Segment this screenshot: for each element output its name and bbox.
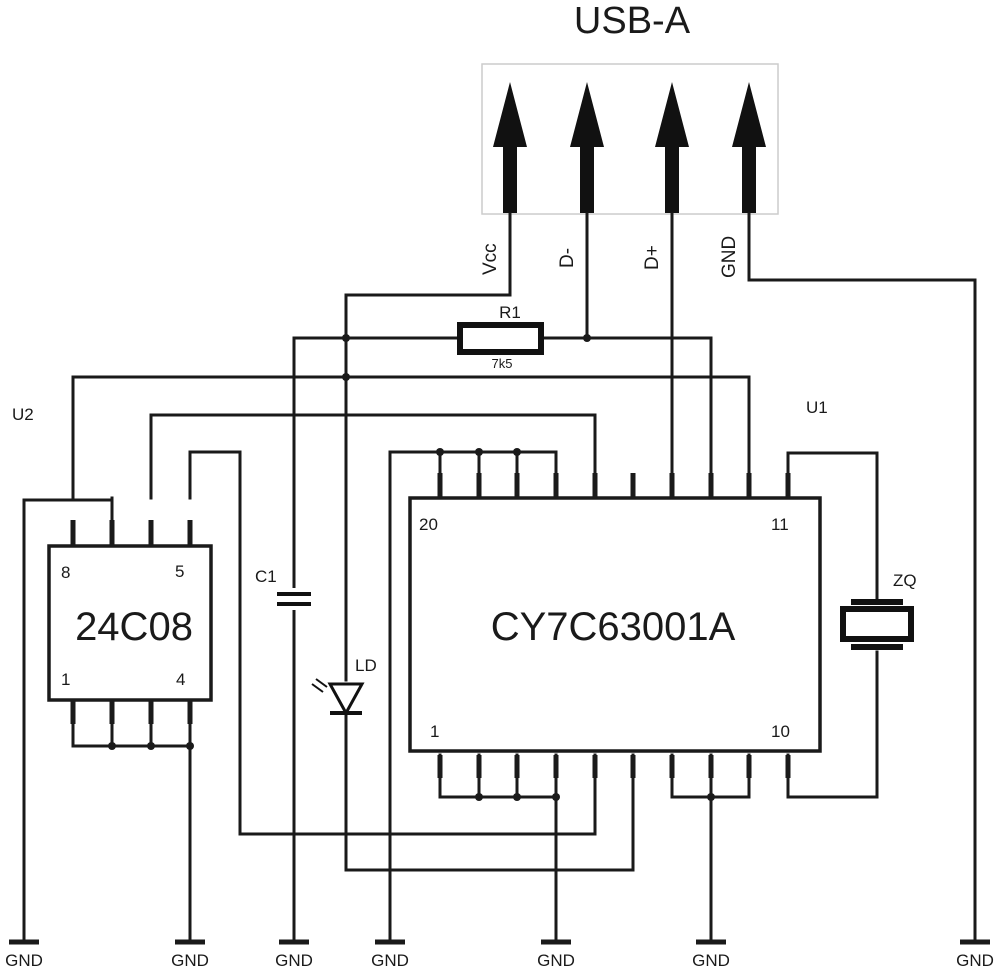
r1-ref: R1 [499, 303, 521, 322]
svg-text:GND: GND [371, 951, 409, 968]
ic-u1-cy7c63001a: U1 CY7C63001A 20 11 1 10 [408, 398, 828, 753]
u1-pin-1: 1 [430, 722, 439, 741]
c1-ref: C1 [255, 567, 277, 586]
u2-part: 24C08 [75, 605, 193, 649]
connector-title: USB-A [574, 0, 691, 42]
svg-text:GND: GND [171, 951, 209, 968]
junction-dot [186, 742, 194, 750]
u2-ref: U2 [12, 405, 34, 424]
junction-dot [513, 448, 521, 456]
connector-pin-arrow [732, 82, 766, 213]
connector-outline [481, 63, 779, 215]
pin-label-d-plus: D+ [642, 245, 663, 270]
gnd-symbol: GND [956, 939, 994, 968]
junction-dot [583, 334, 591, 342]
pin-label-d-minus: D- [557, 248, 578, 268]
u2-pin-1: 1 [61, 670, 70, 689]
junction-dot [147, 742, 155, 750]
u2-pin-4: 4 [176, 670, 185, 689]
junction-dot [475, 448, 483, 456]
svg-text:GND: GND [692, 951, 730, 968]
u1-pin-10: 10 [771, 722, 790, 741]
pin-stubs [70, 473, 791, 778]
svg-text:GND: GND [275, 951, 313, 968]
wire-vcc [344, 212, 512, 682]
resistor-r1: R1 7k5 [457, 303, 544, 371]
gnd-symbol: GND [537, 939, 575, 968]
ground-symbols: GND GND GND GND GND GND GND [5, 939, 994, 968]
u1-ref: U1 [806, 398, 828, 417]
junction-dot [475, 793, 483, 801]
wire-r1-left [292, 336, 462, 942]
gnd-symbol: GND [275, 939, 313, 968]
junction-dot [707, 793, 715, 801]
wire-u2-wp-loop [22, 498, 114, 522]
junction-dot [436, 448, 444, 456]
u1-part: CY7C63001A [491, 605, 736, 649]
r1-value: 7k5 [492, 356, 513, 371]
junction-dot [552, 793, 560, 801]
u1-pin-20: 20 [419, 515, 438, 534]
gnd-symbol: GND [692, 939, 730, 968]
gnd-symbol: GND [5, 939, 43, 968]
wire-led [344, 710, 635, 872]
connector-pin-arrow [493, 82, 527, 213]
wire-mcu-bottom-bus [438, 753, 558, 799]
ic-u2-24c08: U2 24C08 8 5 1 4 [12, 405, 213, 702]
wire-usb-gnd [747, 212, 977, 942]
pin-label-gnd: GND [719, 236, 740, 278]
wire-scl [188, 450, 597, 836]
junction-dot [513, 793, 521, 801]
svg-text:GND: GND [5, 951, 43, 968]
led-ref: LD [355, 656, 377, 675]
gnd-symbol: GND [171, 939, 209, 968]
junction-dot [108, 742, 116, 750]
led-ld: LD [311, 656, 377, 717]
wire-sda [149, 413, 597, 500]
junction-dot [342, 373, 350, 381]
junction-dots [108, 334, 715, 801]
capacitor-c1: C1 [255, 567, 311, 610]
wire-r1-right [539, 336, 713, 500]
connector-pin-arrow [570, 82, 604, 213]
crystal-ref: ZQ [893, 571, 917, 590]
u2-pin-5: 5 [175, 562, 184, 581]
crystal-zq: ZQ [840, 571, 917, 650]
junction-dot [342, 334, 350, 342]
u2-pin-8: 8 [61, 563, 70, 582]
svg-text:GND: GND [956, 951, 994, 968]
wire-u2-bottom-bus [71, 698, 192, 748]
u1-pin-11: 11 [771, 515, 789, 534]
pin-label-vcc: Vcc [480, 243, 501, 275]
gnd-symbol: GND [371, 939, 409, 968]
usb-a-connector: USB-A Vcc D- D+ GND [480, 0, 779, 278]
svg-text:GND: GND [537, 951, 575, 968]
connector-pin-arrow [655, 82, 689, 213]
wire-vcc-rail [71, 375, 751, 500]
